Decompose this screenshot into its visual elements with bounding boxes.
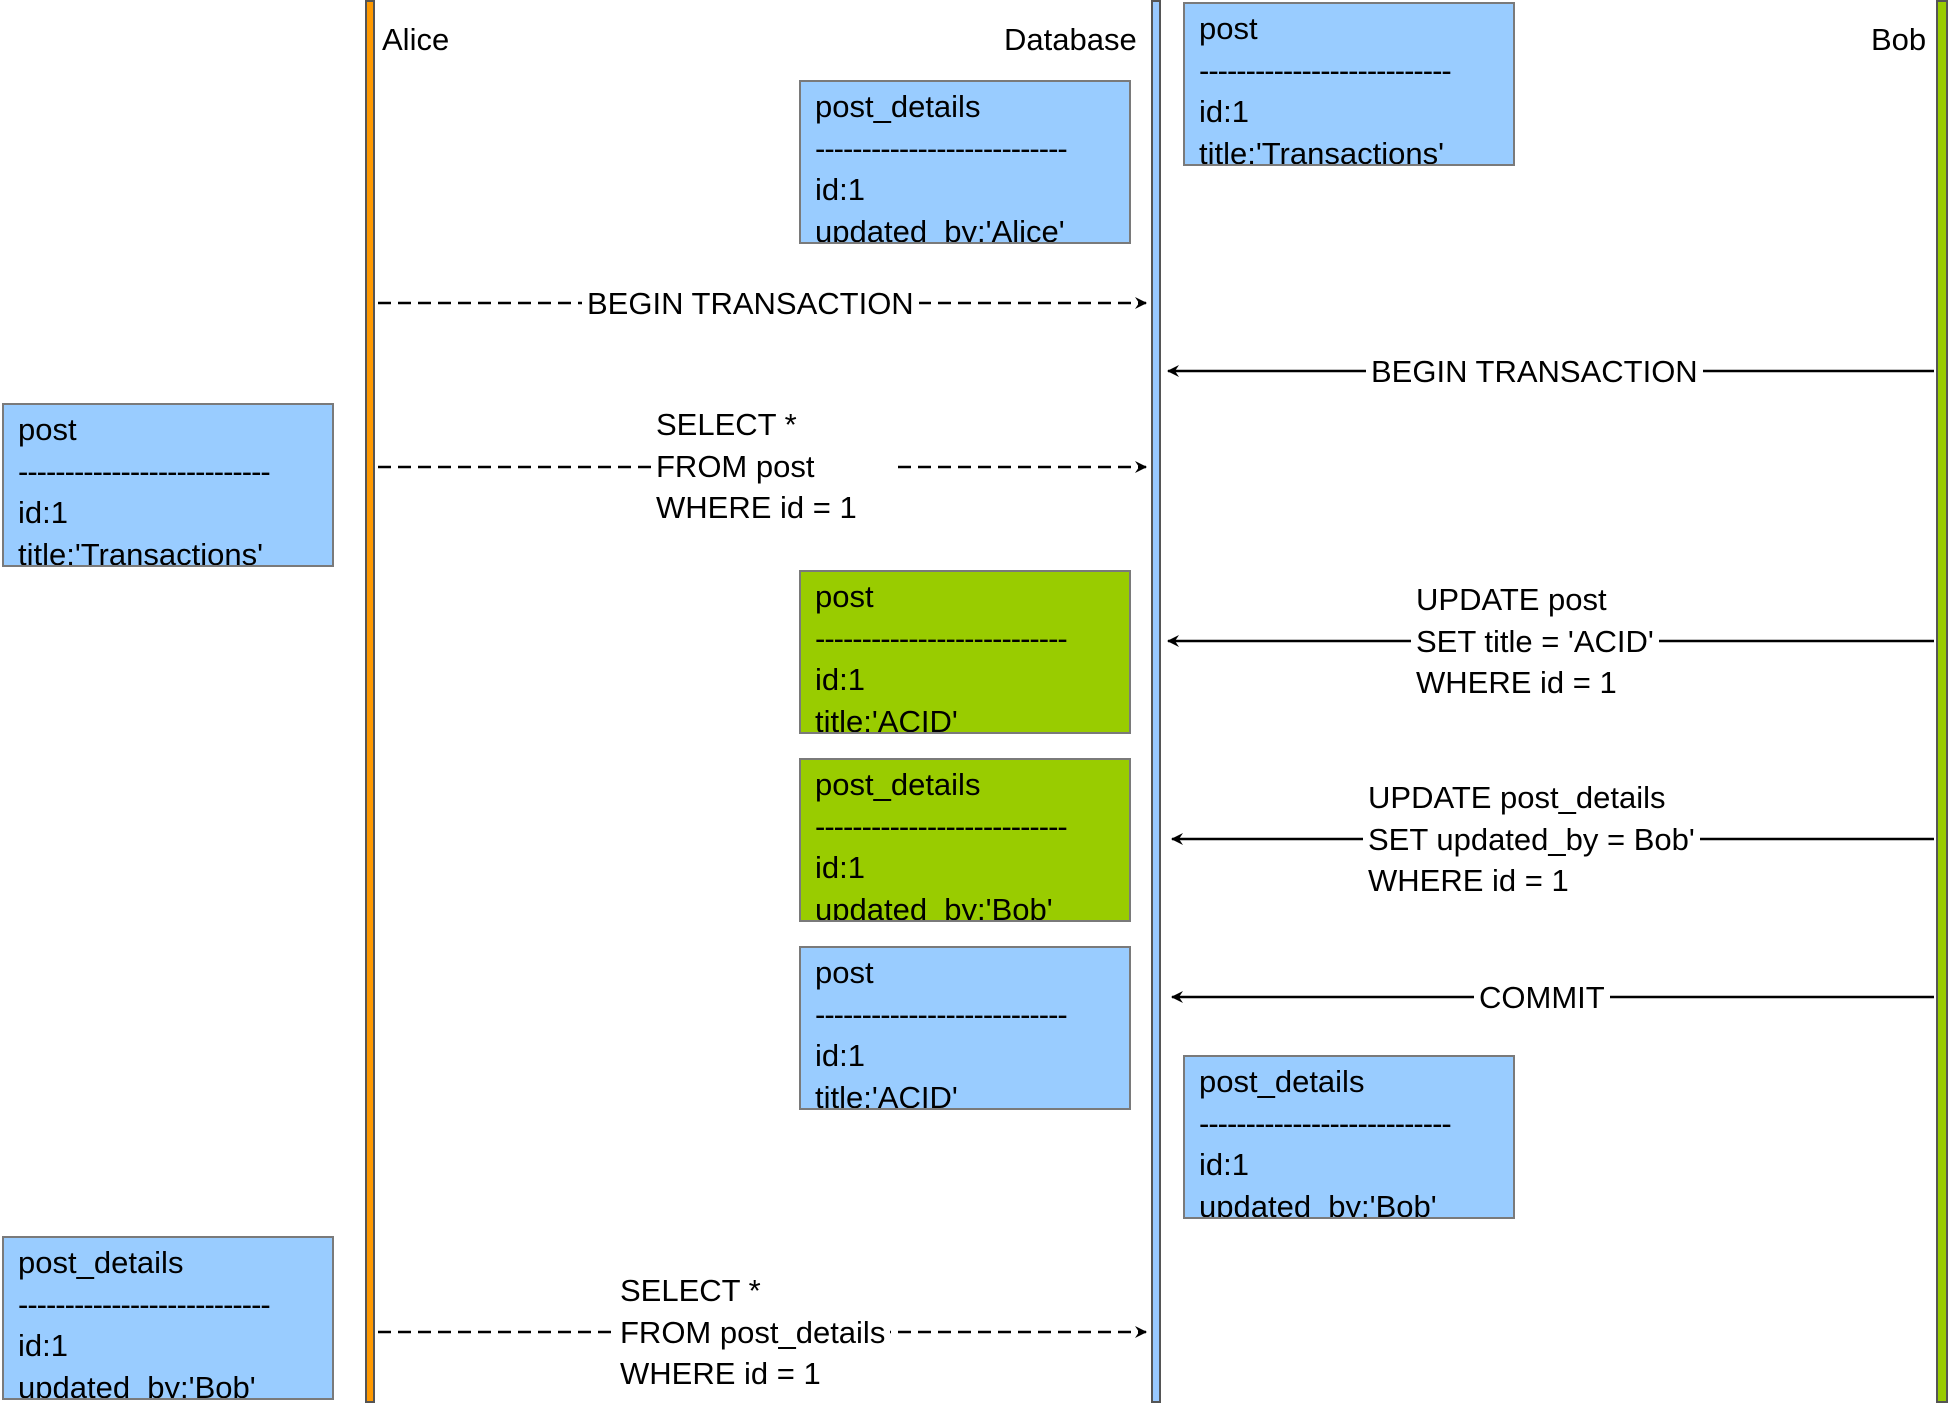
- table-name: post: [18, 412, 77, 447]
- table-box: post_details ---------------------------…: [799, 758, 1131, 922]
- message-label: BEGIN TRANSACTION: [1366, 351, 1703, 393]
- bob-lifeline: [1936, 0, 1948, 1403]
- table-field: id:1: [815, 662, 865, 697]
- message-line: BEGIN TRANSACTION: [1371, 354, 1698, 389]
- message-line: FROM post: [656, 448, 815, 484]
- message-line: SELECT *: [656, 407, 797, 442]
- message-line: WHERE id = 1: [656, 490, 857, 525]
- table-field: title:'ACID': [815, 1079, 958, 1110]
- table-box: post_details ---------------------------…: [799, 80, 1131, 244]
- alice-label: Alice: [382, 22, 450, 57]
- table-field: updated_by:'Bob': [18, 1369, 256, 1400]
- bob-label: Bob: [1871, 22, 1927, 57]
- message-line: UPDATE post: [1416, 582, 1607, 617]
- table-field: title:'Transactions': [18, 536, 264, 567]
- table-name: post_details: [1199, 1064, 1365, 1099]
- table-box: post --------------------------- id:1 ti…: [2, 403, 334, 567]
- table-field: updated_by:'Alice': [815, 213, 1065, 244]
- table-separator: ---------------------------: [1199, 1105, 1452, 1141]
- table-name: post_details: [815, 767, 981, 802]
- table-name: post: [815, 579, 874, 614]
- message-label: UPDATE post SET title = 'ACID' WHERE id …: [1411, 579, 1659, 704]
- table-field: id:1: [815, 1038, 865, 1073]
- table-separator: ---------------------------: [815, 996, 1068, 1032]
- table-field: title:'Transactions': [1199, 135, 1445, 166]
- database-label: Database: [1004, 22, 1137, 57]
- table-box: post_details ---------------------------…: [2, 1236, 334, 1400]
- table-separator: ---------------------------: [815, 130, 1068, 166]
- table-separator: ---------------------------: [1199, 52, 1452, 88]
- message-line: SET title = 'ACID': [1416, 623, 1654, 659]
- message-line: FROM post_details: [620, 1314, 886, 1350]
- table-separator: ---------------------------: [815, 620, 1068, 656]
- table-field: id:1: [18, 1328, 68, 1363]
- message-line: UPDATE post_details: [1368, 780, 1666, 815]
- table-box: post --------------------------- id:1 ti…: [799, 570, 1131, 734]
- table-separator: ---------------------------: [18, 1286, 271, 1322]
- table-field: id:1: [1199, 1147, 1249, 1182]
- table-name: post_details: [18, 1245, 184, 1280]
- message-line: BEGIN TRANSACTION: [587, 286, 914, 321]
- table-box: post --------------------------- id:1 ti…: [1183, 2, 1515, 166]
- message-line: WHERE id = 1: [1368, 863, 1569, 898]
- alice-lifeline: [365, 0, 375, 1403]
- table-field: title:'ACID': [815, 703, 958, 734]
- message-label: SELECT * FROM post WHERE id = 1: [651, 404, 897, 529]
- table-field: updated_by:'Bob': [815, 891, 1053, 922]
- table-box: post --------------------------- id:1 ti…: [799, 946, 1131, 1110]
- table-field: updated_by:'Bob': [1199, 1188, 1437, 1219]
- database-lifeline: [1151, 0, 1161, 1403]
- table-separator: ---------------------------: [18, 453, 271, 489]
- message-line: SELECT *: [620, 1273, 761, 1308]
- table-field: id:1: [815, 172, 865, 207]
- message-line: WHERE id = 1: [1416, 665, 1617, 700]
- message-line: WHERE id = 1: [620, 1356, 821, 1391]
- table-field: id:1: [18, 495, 68, 530]
- table-box: post_details ---------------------------…: [1183, 1055, 1515, 1219]
- message-label: SELECT * FROM post_details WHERE id = 1: [615, 1270, 891, 1395]
- table-field: id:1: [815, 850, 865, 885]
- table-name: post: [1199, 11, 1258, 46]
- message-label: UPDATE post_details SET updated_by = Bob…: [1363, 777, 1700, 902]
- table-name: post: [815, 955, 874, 990]
- message-line: COMMIT: [1479, 980, 1605, 1015]
- message-label: COMMIT: [1474, 977, 1610, 1019]
- table-separator: ---------------------------: [815, 808, 1068, 844]
- table-field: id:1: [1199, 94, 1249, 129]
- message-label: BEGIN TRANSACTION: [582, 283, 919, 325]
- table-name: post_details: [815, 89, 981, 124]
- message-line: SET updated_by = Bob': [1368, 821, 1695, 857]
